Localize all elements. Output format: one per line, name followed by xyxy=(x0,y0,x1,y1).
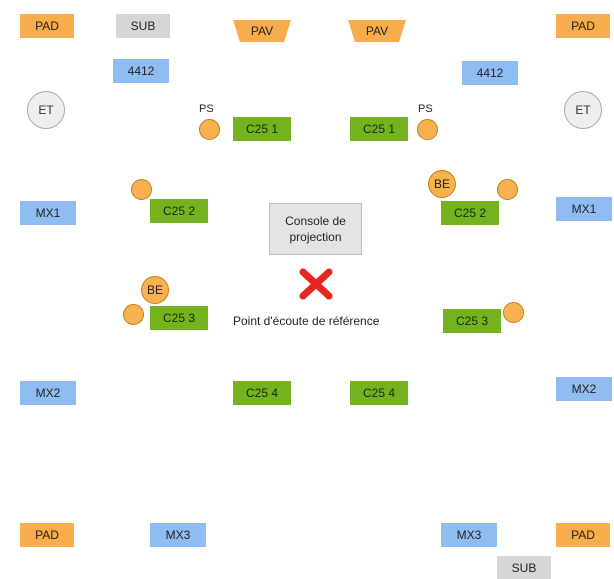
pad-label: PAD xyxy=(35,528,59,542)
pad-bottom-right: PAD xyxy=(556,523,610,547)
ps-speaker-left xyxy=(199,119,220,140)
speaker-4412-label: 4412 xyxy=(476,66,504,80)
pad-label: PAD xyxy=(571,528,595,542)
sub-label: SUB xyxy=(130,19,156,33)
ps-label-left: PS xyxy=(199,103,214,115)
speaker-4412-label: 4412 xyxy=(127,64,155,78)
c25-2-label: C25 2 xyxy=(453,206,487,220)
c25-1-label: C25 1 xyxy=(245,122,279,136)
et-label: ET xyxy=(38,103,54,117)
console-line1: Console de xyxy=(285,214,346,228)
c25-4-left: C25 4 xyxy=(233,381,291,405)
pav-left: PAV xyxy=(233,20,291,42)
pad-bottom-left: PAD xyxy=(20,523,74,547)
ps-speaker-right xyxy=(417,119,438,140)
speaker-circle-c25-3-left xyxy=(123,304,144,325)
c25-2-label: C25 2 xyxy=(162,204,196,218)
speaker-circle-c25-2-left xyxy=(131,179,152,200)
speaker-4412-right: 4412 xyxy=(462,61,518,85)
be-label: BE xyxy=(146,283,163,297)
c25-3-label: C25 3 xyxy=(455,314,489,328)
et-right: ET xyxy=(564,91,602,129)
be-label: BE xyxy=(433,177,450,191)
speaker-circle-c25-2-right xyxy=(497,179,518,200)
mx2-label: MX2 xyxy=(571,382,597,396)
c25-2-left: C25 2 xyxy=(150,199,208,223)
et-left: ET xyxy=(27,91,65,129)
speaker-circle-c25-3-right xyxy=(503,302,524,323)
c25-1-left: C25 1 xyxy=(233,117,291,141)
be-speaker-left: BE xyxy=(141,276,169,304)
console-line2: projection xyxy=(289,230,342,244)
mx2-label: MX2 xyxy=(35,386,61,400)
mx1-left: MX1 xyxy=(20,201,76,225)
pav-label: PAV xyxy=(365,24,389,38)
mx1-right: MX1 xyxy=(556,197,612,221)
pad-label: PAD xyxy=(571,19,595,33)
pad-label: PAD xyxy=(35,19,59,33)
c25-4-label: C25 4 xyxy=(362,386,396,400)
be-speaker-right: BE xyxy=(428,170,456,198)
c25-3-left: C25 3 xyxy=(150,306,208,330)
mx3-label: MX3 xyxy=(165,528,191,542)
pad-top-right: PAD xyxy=(556,14,610,38)
pad-top-left: PAD xyxy=(20,14,74,38)
sub-label: SUB xyxy=(511,560,537,575)
et-label: ET xyxy=(575,103,591,117)
projection-console: Console de projection xyxy=(269,203,362,255)
reference-point-label: Point d'écoute de référence xyxy=(233,314,380,328)
mx3-right: MX3 xyxy=(441,523,497,547)
pav-label: PAV xyxy=(250,24,274,38)
mx2-right: MX2 xyxy=(556,377,612,401)
speaker-4412-left: 4412 xyxy=(113,59,169,83)
c25-4-right: C25 4 xyxy=(350,381,408,405)
mx3-label: MX3 xyxy=(456,528,482,542)
c25-1-label: C25 1 xyxy=(362,122,396,136)
c25-4-label: C25 4 xyxy=(245,386,279,400)
ps-label-right: PS xyxy=(418,103,433,115)
c25-1-right: C25 1 xyxy=(350,117,408,141)
mx1-label: MX1 xyxy=(571,202,597,216)
mx3-left: MX3 xyxy=(150,523,206,547)
sub-top: SUB xyxy=(116,14,170,38)
c25-3-right: C25 3 xyxy=(443,309,501,333)
reference-point-cross-icon xyxy=(299,268,333,300)
sub-bottom: SUB xyxy=(497,556,551,579)
c25-2-right: C25 2 xyxy=(441,201,499,225)
pav-right: PAV xyxy=(348,20,406,42)
mx1-label: MX1 xyxy=(35,206,61,220)
c25-3-label: C25 3 xyxy=(162,311,196,325)
mx2-left: MX2 xyxy=(20,381,76,405)
